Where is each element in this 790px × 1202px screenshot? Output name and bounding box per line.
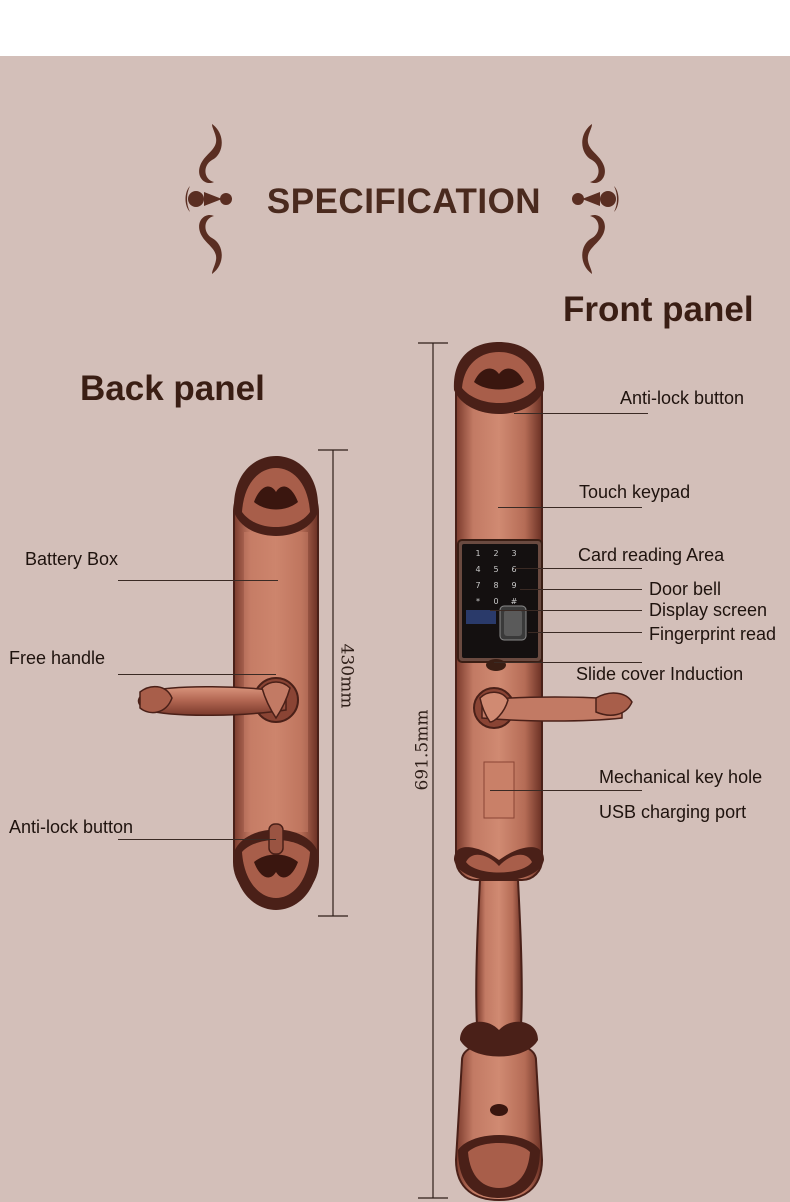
fingerprint-label: Fingerprint read (649, 624, 777, 644)
svg-text:*: * (476, 597, 480, 606)
svg-text:2: 2 (493, 549, 498, 558)
fingerprint-leader (528, 632, 642, 633)
card-reading-leader (514, 568, 642, 569)
svg-text:9: 9 (511, 581, 516, 590)
front-dimension-line (418, 342, 448, 1199)
touch-keypad-label: Touch keypad (579, 482, 691, 502)
left-scroll-ornament-icon (185, 124, 232, 274)
door-bell-leader (520, 589, 642, 590)
front-panel-title: Front panel (563, 290, 754, 329)
front-anti-lock-label: Anti-lock button (620, 388, 745, 408)
page-title: SPECIFICATION (266, 182, 542, 221)
back-panel-title: Back panel (80, 369, 265, 408)
keypad-keys: 1 2 3 4 5 6 7 8 9 * 0 # (475, 549, 517, 606)
free-handle-leader (118, 674, 276, 675)
back-anti-lock-leader (118, 839, 276, 840)
svg-text:#: # (511, 597, 518, 606)
front-anti-lock-leader (514, 413, 648, 414)
svg-text:8: 8 (493, 581, 498, 590)
back-anti-lock-label: Anti-lock button (9, 817, 134, 837)
door-bell-label: Door bell (649, 579, 722, 599)
front-height-label: 691.5mm (412, 709, 433, 791)
right-scroll-ornament-icon (572, 124, 619, 274)
back-height-label: 430mm (336, 643, 357, 709)
svg-text:7: 7 (475, 581, 480, 590)
slide-cover-leader (494, 662, 642, 663)
key-hole-label: Mechanical key hole (599, 767, 763, 787)
key-hole-leader (490, 790, 642, 791)
display-screen-leader (490, 610, 642, 611)
svg-text:3: 3 (511, 549, 516, 558)
svg-text:6: 6 (511, 565, 516, 574)
svg-text:1: 1 (475, 549, 480, 558)
free-handle-label: Free handle (9, 648, 106, 668)
svg-text:4: 4 (475, 565, 480, 574)
back-panel-lock-image (137, 456, 319, 910)
back-dimension-line (318, 449, 348, 917)
card-reading-label: Card reading Area (578, 545, 725, 565)
display-screen-label: Display screen (649, 600, 768, 620)
usb-port-label: USB charging port (599, 802, 747, 822)
battery-box-label: Battery Box (25, 549, 119, 569)
svg-text:5: 5 (493, 565, 498, 574)
battery-box-leader (118, 580, 278, 581)
slide-cover-label: Slide cover Induction (576, 664, 744, 684)
front-panel-lock-image: 1 2 3 4 5 6 7 8 9 * 0 # (453, 342, 633, 1202)
spec-page (0, 56, 790, 1202)
svg-text:0: 0 (493, 597, 498, 606)
touch-keypad-leader (498, 507, 642, 508)
